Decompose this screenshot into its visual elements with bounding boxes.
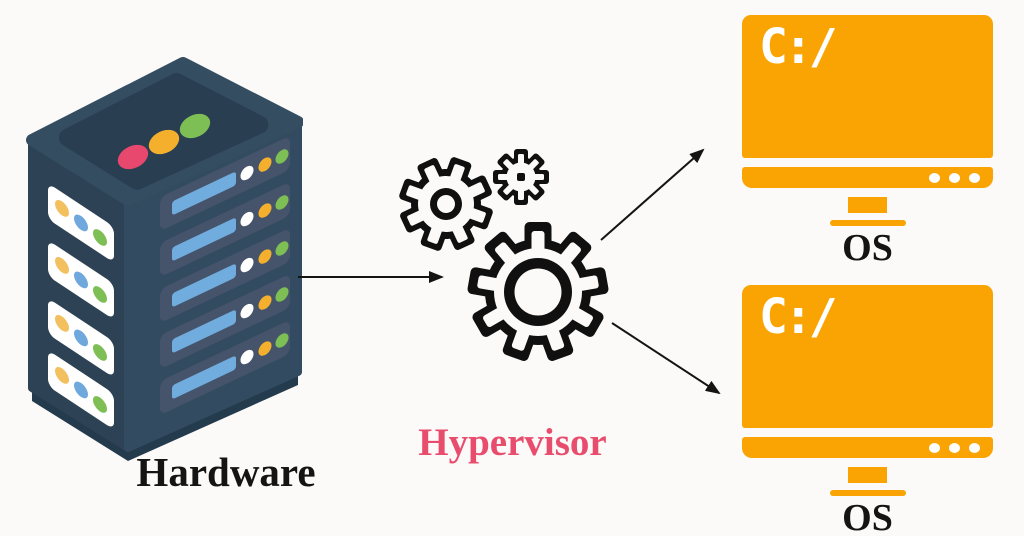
gears-icon — [399, 149, 609, 361]
monitor-dot — [949, 172, 960, 183]
vm2-monitor-stand — [848, 467, 887, 483]
monitor-dot — [929, 442, 940, 453]
monitor-dot — [969, 172, 980, 183]
arrow-hypervisor-to-vm2 — [611, 322, 721, 395]
server-rack-units — [160, 138, 290, 413]
vm2-screen-text: C:/ — [759, 289, 838, 345]
server-rack-icon — [26, 57, 303, 461]
vm1-monitor-stand — [848, 197, 887, 213]
server-side-panels — [48, 186, 114, 427]
vm2-monitor-icon: C:/ OS — [742, 285, 993, 536]
vm2-monitor-screen: C:/ — [742, 285, 993, 428]
medium-gear-icon — [399, 157, 493, 251]
vm1-os-label: OS — [842, 227, 893, 269]
hypervisor-label: Hypervisor — [418, 421, 607, 464]
vm1-screen-text: C:/ — [759, 19, 838, 75]
hardware-label: Hardware — [136, 449, 316, 495]
vm1-monitor-icon: C:/ OS — [742, 15, 993, 267]
vm2-monitor-bar — [742, 437, 993, 458]
monitor-dot — [949, 442, 960, 453]
server-top-status-dots — [117, 113, 211, 170]
monitor-dot — [969, 442, 980, 453]
monitor-dot — [929, 172, 940, 183]
large-gear-icon — [467, 222, 609, 361]
vm1-monitor-bar — [742, 167, 993, 188]
vm2-monitor-base — [829, 490, 906, 496]
vm1-monitor-screen: C:/ — [742, 15, 993, 158]
small-gear-icon — [493, 149, 549, 205]
vm2-os-label: OS — [842, 497, 893, 536]
vm1-monitor-base — [829, 220, 906, 226]
